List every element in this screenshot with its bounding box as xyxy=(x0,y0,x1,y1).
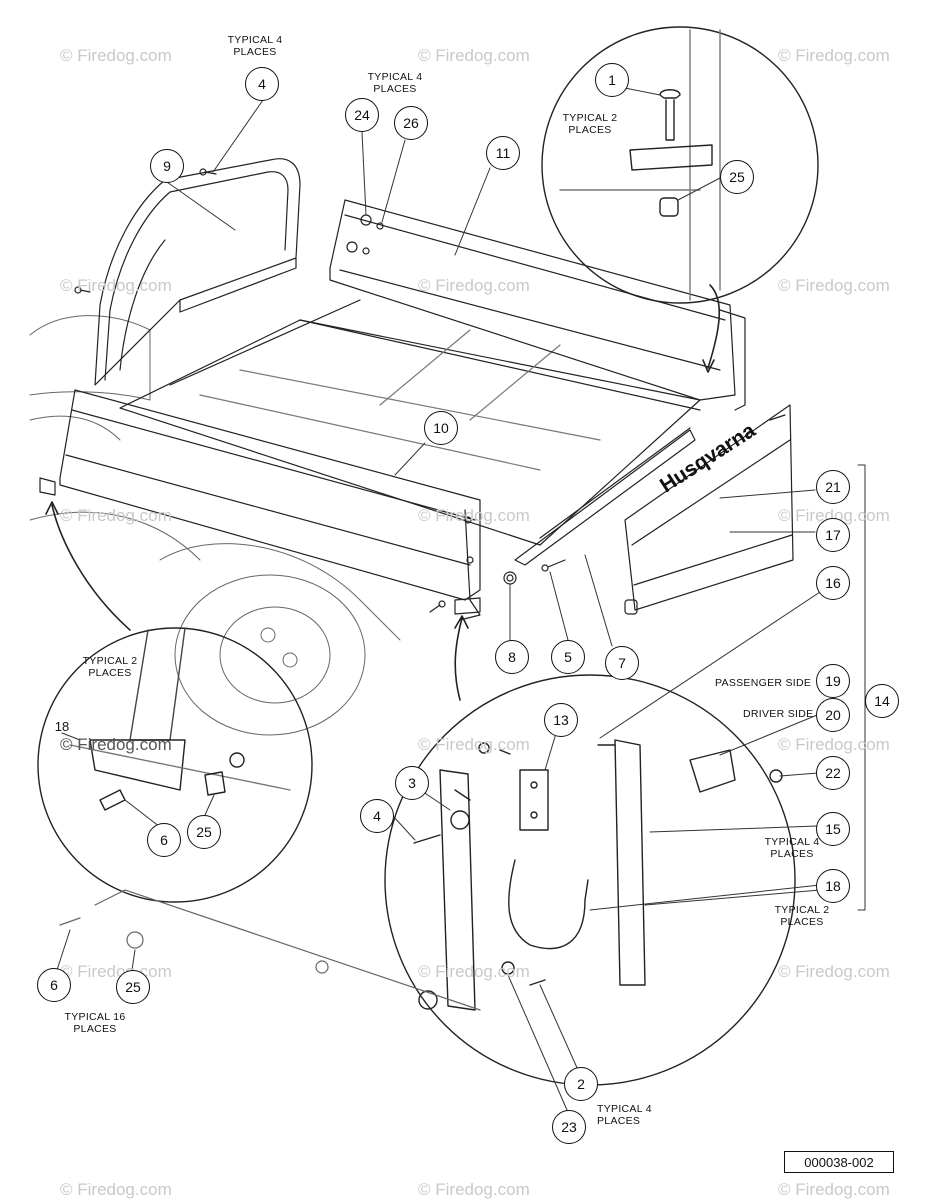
callout-20: 20 xyxy=(816,698,850,732)
callout-18: 18 xyxy=(816,869,850,903)
callout-18-obscured: 18 xyxy=(54,718,70,734)
note-typical-2-places: TYPICAL 2 PLACES xyxy=(774,904,830,928)
headache-rack xyxy=(94,158,301,386)
callout-26: 26 xyxy=(394,106,428,140)
watermark: © Firedog.com xyxy=(60,1180,172,1199)
callout-4: 4 xyxy=(360,799,394,833)
callout-4: 4 xyxy=(245,67,279,101)
watermark: © Firedog.com xyxy=(60,962,172,981)
fasteners xyxy=(39,168,566,615)
callout-7: 7 xyxy=(605,646,639,680)
bottom-panel xyxy=(59,889,481,1011)
watermark: © Firedog.com xyxy=(418,962,530,981)
callout-5: 5 xyxy=(551,640,585,674)
drawing-reference-number: 000038-002 xyxy=(784,1151,894,1173)
detail-circle-top-right xyxy=(541,26,819,304)
callout-24: 24 xyxy=(345,98,379,132)
note-typical-4-places: TYPICAL 4 PLACES xyxy=(227,34,283,58)
note-typical-4-places: TYPICAL 4 PLACES xyxy=(367,71,423,95)
callout-25: 25 xyxy=(187,815,221,849)
watermark: © Firedog.com xyxy=(60,506,172,525)
callout-1: 1 xyxy=(595,63,629,97)
callout-6: 6 xyxy=(147,823,181,857)
watermark: © Firedog.com xyxy=(418,1180,530,1199)
watermark: © Firedog.com xyxy=(418,506,530,525)
watermark: © Firedog.com xyxy=(778,276,890,295)
callout-16: 16 xyxy=(816,566,850,600)
callout-17: 17 xyxy=(816,518,850,552)
rear-trim-strip xyxy=(514,427,696,566)
watermark: © Firedog.com xyxy=(60,46,172,65)
note-driver-side: DRIVER SIDE xyxy=(743,708,814,720)
callout-19: 19 xyxy=(816,664,850,698)
bed-side-panel-front xyxy=(59,389,481,621)
watermark: © Firedog.com xyxy=(778,962,890,981)
watermark: © Firedog.com xyxy=(778,735,890,754)
watermark: © Firedog.com xyxy=(60,276,172,295)
detail-circle-left xyxy=(37,627,313,903)
callout-14: 14 xyxy=(865,684,899,718)
callout-23: 23 xyxy=(552,1110,586,1144)
note-typical-4-places: TYPICAL 4 PLACES xyxy=(597,1103,652,1127)
watermark: © Firedog.com xyxy=(778,1180,890,1199)
callout-9: 9 xyxy=(150,149,184,183)
callout-22: 22 xyxy=(816,756,850,790)
watermark: © Firedog.com xyxy=(778,506,890,525)
callout-25: 25 xyxy=(116,970,150,1004)
callout-8: 8 xyxy=(495,640,529,674)
watermark: © Firedog.com xyxy=(60,735,172,754)
callout-13: 13 xyxy=(544,703,578,737)
watermark: © Firedog.com xyxy=(418,276,530,295)
watermark: © Firedog.com xyxy=(418,46,530,65)
note-typical-4-places: TYPICAL 4 PLACES xyxy=(764,836,820,860)
callout-25: 25 xyxy=(720,160,754,194)
watermark: © Firedog.com xyxy=(778,46,890,65)
watermark: © Firedog.com xyxy=(418,735,530,754)
callout-11: 11 xyxy=(486,136,520,170)
note-typical-16-places: TYPICAL 16 PLACES xyxy=(64,1011,126,1035)
callout-21: 21 xyxy=(816,470,850,504)
callout-3: 3 xyxy=(395,766,429,800)
callout-15: 15 xyxy=(816,812,850,846)
callout-2: 2 xyxy=(564,1067,598,1101)
bed-floor xyxy=(119,299,701,546)
callout-10: 10 xyxy=(424,411,458,445)
callout-6: 6 xyxy=(37,968,71,1002)
tailgate xyxy=(624,404,794,615)
note-typical-2-places: TYPICAL 2 PLACES xyxy=(82,655,138,679)
note-passenger-side: PASSENGER SIDE xyxy=(715,677,812,689)
leader-lines xyxy=(56,87,869,1111)
note-typical-2-places: TYPICAL 2 PLACES xyxy=(562,112,618,136)
detail-arrows xyxy=(45,284,721,701)
bed-side-panel-rear xyxy=(329,199,746,411)
